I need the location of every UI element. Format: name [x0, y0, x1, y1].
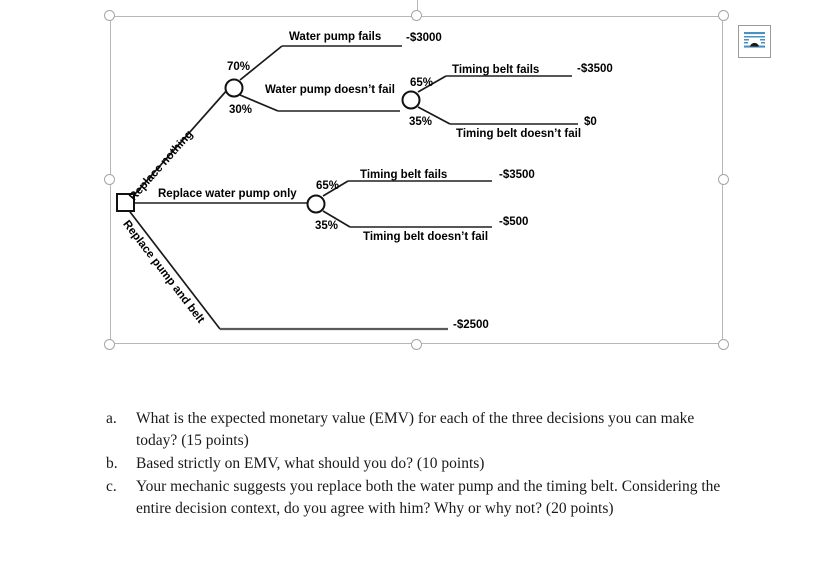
outcome-label-timing-belt-doesnt-fail-mid: Timing belt doesn’t fail	[363, 231, 489, 243]
resize-handle-top-middle[interactable]	[410, 10, 422, 21]
list-item: a. What is the expected monetary value (…	[106, 408, 731, 452]
probability-timing-belt-doesnt-fail-top: 35%	[409, 116, 433, 128]
layout-options-button[interactable]	[738, 25, 771, 58]
resize-handle-top-right[interactable]	[718, 10, 729, 21]
question-text-a: What is the expected monetary value (EMV…	[136, 410, 695, 449]
rotation-stalk	[416, 0, 418, 16]
probability-timing-belt-doesnt-fail-mid: 35%	[315, 220, 339, 232]
outcome-label-timing-belt-fails-top: Timing belt fails	[452, 64, 540, 76]
text-wrap-square-icon	[744, 32, 765, 48]
resize-handle-middle-right[interactable]	[718, 174, 729, 185]
chance-node-replace-nothing	[224, 78, 244, 98]
edge-wp-fails	[239, 45, 283, 81]
payoff-water-pump-fails: -$3000	[406, 32, 442, 44]
probability-timing-belt-fails-mid: 65%	[316, 180, 340, 192]
outcome-label-water-pump-fails: Water pump fails	[289, 31, 382, 43]
resize-handle-bottom-right[interactable]	[718, 339, 729, 350]
branch-label-replace-water-pump-only: Replace water pump only	[158, 188, 297, 200]
edge-root-to-replace-pump-and-belt	[126, 207, 221, 330]
resize-handle-top-left[interactable]	[104, 10, 115, 21]
payoff-replace-pump-and-belt: -$2500	[453, 319, 489, 331]
outcome-label-timing-belt-doesnt-fail-top: Timing belt doesn’t fail	[456, 128, 582, 140]
decision-node-root	[116, 193, 135, 212]
probability-timing-belt-fails-top: 65%	[410, 77, 434, 89]
outcome-label-timing-belt-fails-mid: Timing belt fails	[360, 169, 448, 181]
list-item: c. Your mechanic suggests you replace bo…	[106, 476, 731, 520]
decision-tree-diagram: Replace nothing 70% Water pump fails -$3…	[110, 16, 723, 344]
probability-water-pump-doesnt-fail: 30%	[229, 104, 253, 116]
edge-root-to-replace-nothing	[126, 88, 229, 204]
edge-tb-fails-mid	[322, 180, 349, 197]
list-item: b. Based strictly on EMV, what should yo…	[106, 453, 731, 475]
edge-tb-nofail-mid	[322, 210, 351, 228]
selected-image-object[interactable]: Replace nothing 70% Water pump fails -$3…	[104, 0, 729, 350]
payoff-timing-belt-doesnt-fail-mid: -$500	[499, 216, 529, 228]
question-list: a. What is the expected monetary value (…	[106, 408, 731, 521]
list-marker-c: c.	[106, 478, 117, 495]
payoff-timing-belt-doesnt-fail-top: $0	[584, 116, 597, 128]
edge-wp-no-fail	[239, 94, 279, 112]
resize-handle-bottom-middle[interactable]	[410, 339, 422, 350]
payoff-timing-belt-fails-top: -$3500	[577, 63, 613, 75]
payoff-timing-belt-fails-mid: -$3500	[499, 169, 535, 181]
resize-handle-bottom-left[interactable]	[104, 339, 115, 350]
outcome-label-water-pump-doesnt-fail: Water pump doesn’t fail	[265, 84, 395, 96]
probability-water-pump-fails: 70%	[227, 61, 251, 73]
question-text-c: Your mechanic suggests you replace both …	[136, 478, 721, 517]
resize-handle-middle-left[interactable]	[104, 174, 115, 185]
edge-tb-nofail-top	[417, 106, 451, 125]
chance-node-timing-belt-top	[401, 90, 421, 110]
list-marker-a: a.	[106, 410, 117, 427]
decision-tree-svg	[116, 45, 578, 331]
edge-tb-fails-top	[417, 75, 447, 93]
list-marker-b: b.	[106, 455, 118, 472]
question-text-b: Based strictly on EMV, what should you d…	[136, 455, 485, 472]
chance-node-timing-belt-mid	[306, 194, 326, 214]
